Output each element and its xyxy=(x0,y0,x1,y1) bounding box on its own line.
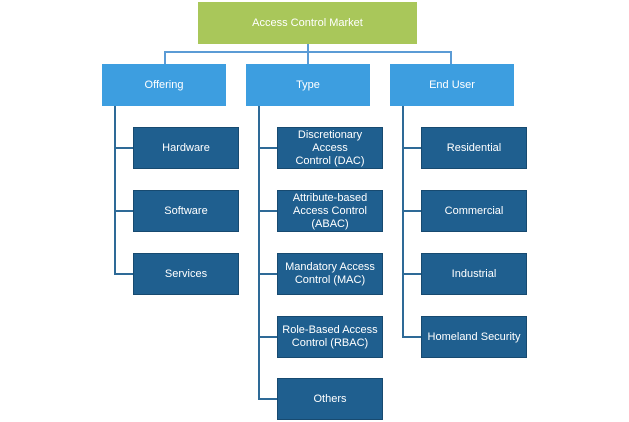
type-mac-label: Mandatory Access Control (MAC) xyxy=(285,261,375,286)
offering-hardware: Hardware xyxy=(133,127,239,169)
type-abac-label: Attribute-based Access Control (ABAC) xyxy=(292,191,368,230)
offering-hardware-label: Hardware xyxy=(162,141,210,154)
category-offering: Offering xyxy=(102,64,226,106)
type-others: Others xyxy=(277,378,383,420)
type-spine xyxy=(258,106,260,399)
end-user-branch-2 xyxy=(402,210,422,212)
category-type: Type xyxy=(246,64,370,106)
offering-branch-2 xyxy=(114,210,134,212)
end-user-spine xyxy=(402,106,404,337)
type-branch-5 xyxy=(258,398,278,400)
offering-branch-3 xyxy=(114,273,134,275)
offering-branch-1 xyxy=(114,147,134,149)
type-branch-1 xyxy=(258,147,278,149)
end-user-commercial: Commercial xyxy=(421,190,527,232)
type-others-label: Others xyxy=(313,392,347,405)
root-stem xyxy=(307,43,309,52)
end-user-residential: Residential xyxy=(421,127,527,169)
type-rbac-label: Role-Based Access Control (RBAC) xyxy=(282,324,378,349)
end-user-residential-label: Residential xyxy=(446,141,502,154)
category-drop-end-user xyxy=(450,51,452,64)
offering-services-label: Services xyxy=(164,267,208,280)
end-user-industrial: Industrial xyxy=(421,253,527,295)
category-end-user-label: End User xyxy=(429,78,475,91)
end-user-branch-1 xyxy=(402,147,422,149)
type-dac: Discretionary Access Control (DAC) xyxy=(277,127,383,169)
end-user-industrial-label: Industrial xyxy=(451,267,497,280)
category-offering-label: Offering xyxy=(144,78,184,91)
type-branch-2 xyxy=(258,210,278,212)
type-dac-label: Discretionary Access Control (DAC) xyxy=(295,128,365,167)
end-user-homeland-security-label: Homeland Security xyxy=(427,330,521,343)
type-branch-3 xyxy=(258,273,278,275)
category-type-label: Type xyxy=(296,78,320,91)
offering-software-label: Software xyxy=(164,204,208,217)
category-drop-offering xyxy=(164,51,166,64)
end-user-commercial-label: Commercial xyxy=(444,204,504,217)
offering-software: Software xyxy=(133,190,239,232)
root-node: Access Control Market xyxy=(198,2,417,44)
end-user-branch-4 xyxy=(402,336,422,338)
type-mac: Mandatory Access Control (MAC) xyxy=(277,253,383,295)
type-abac: Attribute-based Access Control (ABAC) xyxy=(277,190,383,232)
root-label: Access Control Market xyxy=(252,16,363,29)
type-branch-4 xyxy=(258,336,278,338)
type-rbac: Role-Based Access Control (RBAC) xyxy=(277,316,383,358)
category-drop-type xyxy=(307,51,309,64)
offering-services: Services xyxy=(133,253,239,295)
end-user-branch-3 xyxy=(402,273,422,275)
end-user-homeland-security: Homeland Security xyxy=(421,316,527,358)
offering-spine xyxy=(114,106,116,274)
category-end-user: End User xyxy=(390,64,514,106)
